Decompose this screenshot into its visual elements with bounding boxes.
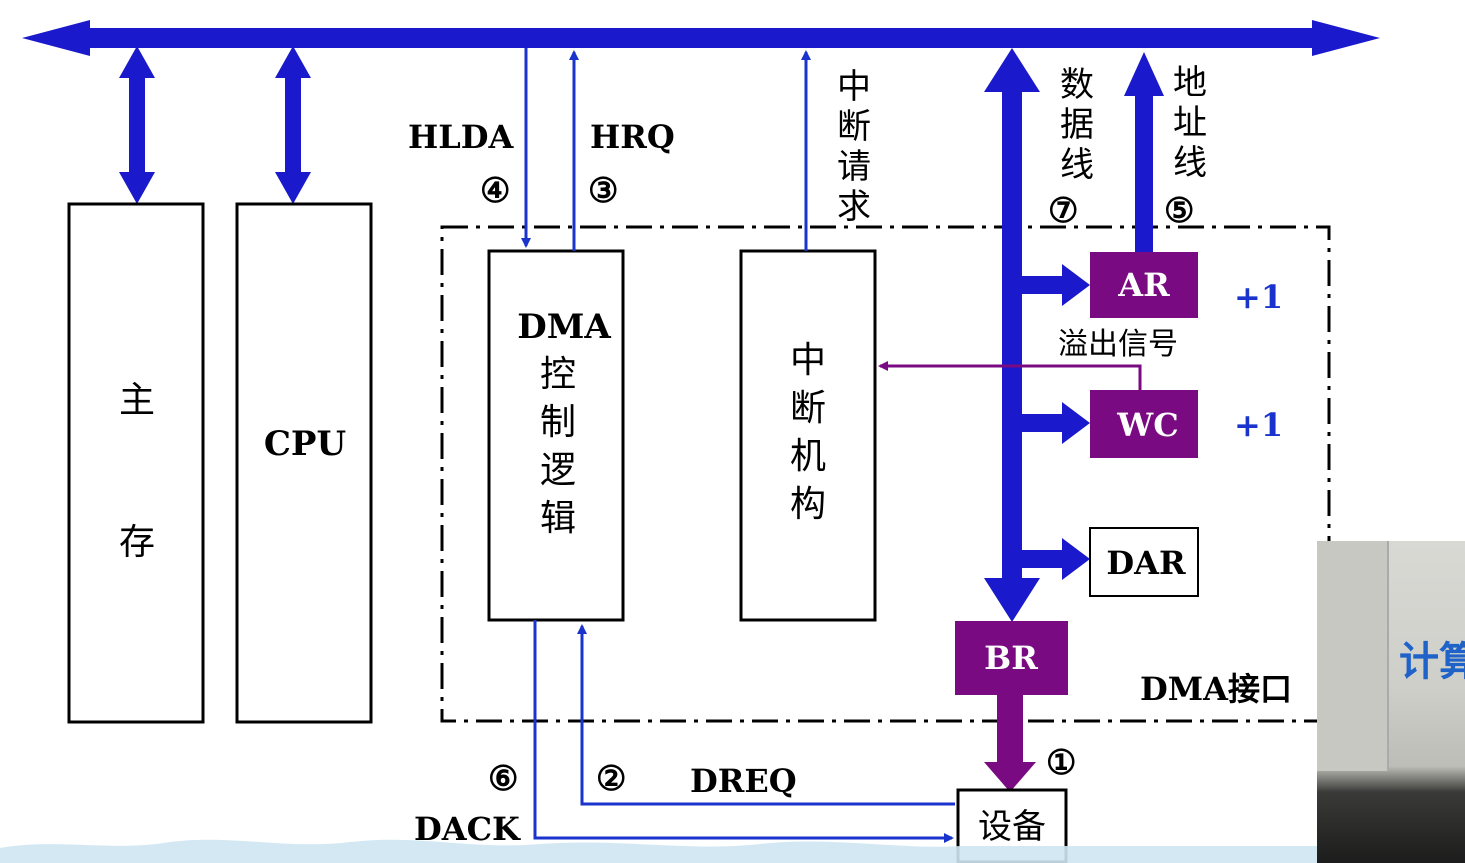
step-4: ④ (480, 171, 510, 211)
interrupt-request-label-1: 中 (837, 67, 871, 107)
webcam-sign-text: 计算 (1399, 639, 1465, 685)
br-register (955, 621, 1068, 695)
dma-logic-label-4: 逻 (540, 450, 576, 491)
system-bus (22, 20, 1380, 56)
interrupt-request-label-3: 请 (837, 147, 871, 187)
cpu-box (235, 202, 373, 724)
hrq-label: HRQ (590, 118, 675, 156)
interrupt-label-3: 机 (790, 436, 826, 477)
hlda-label: HLDA (408, 118, 514, 156)
dar-register (1089, 527, 1199, 597)
bottom-wave-decoration (0, 839, 1320, 863)
ar-increment: +1 (1234, 278, 1283, 316)
interrupt-label-1: 中 (790, 340, 826, 381)
ar-branch-arrow (1022, 264, 1090, 306)
data-line-arrow (984, 48, 1040, 622)
interrupt-label-4: 构 (790, 484, 826, 525)
address-line-label-1: 地 (1173, 63, 1207, 103)
address-line-label-2: 址 (1173, 103, 1207, 143)
wc-branch-arrow (1022, 402, 1090, 444)
cpu-bus-link (275, 46, 311, 204)
dma-interface-label: DMA接口 (1140, 670, 1292, 708)
wc-label: WC (1116, 406, 1178, 444)
step-3: ③ (588, 171, 618, 211)
step-2: ② (596, 759, 626, 799)
address-line-label-3: 线 (1173, 143, 1207, 183)
overflow-label: 溢出信号 (1058, 327, 1178, 362)
br-device-arrow (984, 695, 1036, 792)
ar-register (1090, 252, 1198, 318)
overflow-signal-line (878, 361, 1142, 390)
interrupt-box (739, 249, 877, 622)
dreq-label: DREQ (690, 762, 797, 800)
interrupt-request-label-2: 断 (837, 107, 871, 147)
wc-register (1090, 390, 1198, 458)
memory-bus-link (119, 46, 155, 204)
data-line-label-2: 据 (1060, 105, 1094, 145)
br-label: BR (984, 639, 1038, 677)
interrupt-label-2: 断 (790, 388, 826, 429)
data-line-label-3: 线 (1060, 145, 1094, 185)
dar-label: DAR (1106, 544, 1186, 582)
step-5: ⑤ (1164, 191, 1194, 231)
webcam-wall-panel (1317, 541, 1389, 771)
data-line-label-1: 数 (1060, 65, 1094, 105)
webcam-overlay: 计算 (1317, 541, 1465, 863)
dma-logic-box (487, 249, 625, 622)
main-memory-label-2: 存 (119, 522, 155, 563)
device-label: 设备 (978, 807, 1046, 847)
step-1: ① (1046, 743, 1076, 783)
wc-increment: +1 (1234, 406, 1283, 444)
dma-logic-label-2: 控 (540, 354, 576, 395)
address-line-arrow (1124, 52, 1164, 252)
ar-label: AR (1117, 266, 1170, 304)
dack-line (533, 620, 954, 843)
cpu-label: CPU (264, 424, 346, 464)
step-6: ⑥ (488, 759, 518, 799)
dar-branch-arrow (1022, 538, 1090, 580)
dma-logic-label-5: 辑 (540, 498, 576, 539)
dreq-line (577, 624, 955, 806)
dma-logic-label-3: 制 (540, 402, 576, 443)
main-memory-label-1: 主 (119, 380, 155, 421)
dma-logic-label-1: DMA (517, 307, 611, 347)
step-7: ⑦ (1048, 191, 1078, 231)
interrupt-request-label-4: 求 (837, 187, 871, 227)
main-memory-box (67, 202, 205, 724)
